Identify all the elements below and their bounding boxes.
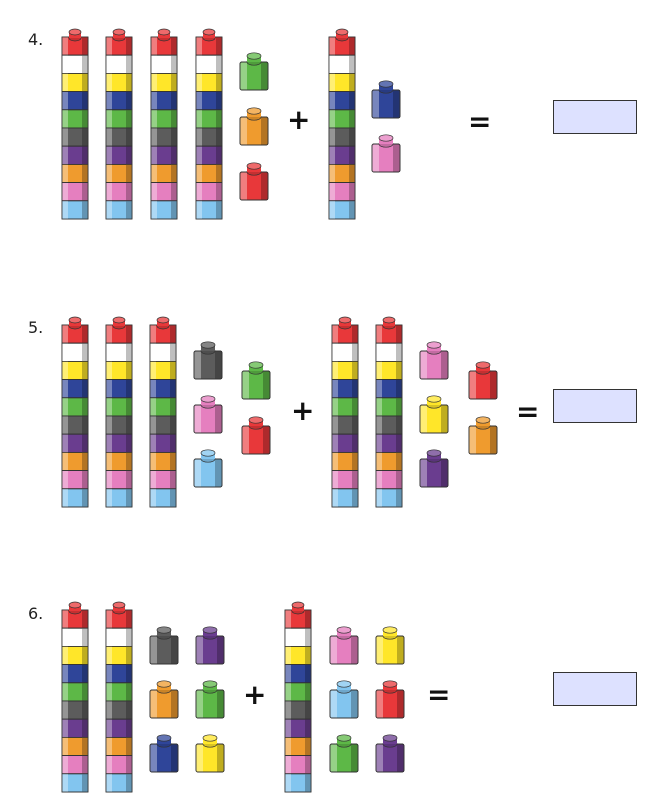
- unit-cube: [374, 734, 406, 774]
- answer-box[interactable]: [553, 672, 637, 706]
- unit-cube: [194, 626, 226, 666]
- unit-cube: [148, 626, 180, 666]
- unit-cube: [148, 734, 180, 774]
- ten-rod: [284, 601, 312, 794]
- plus-sign: +: [287, 103, 311, 136]
- unit-cube: [238, 107, 270, 147]
- unit-cube: [148, 680, 180, 720]
- ten-rod: [61, 601, 89, 794]
- unit-cube: [192, 395, 224, 435]
- ten-rod: [150, 28, 178, 221]
- equals-sign: =: [468, 105, 492, 138]
- unit-cube: [374, 626, 406, 666]
- ten-rod: [328, 28, 356, 221]
- equals-sign: =: [516, 395, 540, 428]
- unit-cube: [192, 341, 224, 381]
- unit-cube: [418, 449, 450, 489]
- plus-sign: +: [291, 394, 315, 427]
- unit-cube: [194, 680, 226, 720]
- ten-rod: [105, 601, 133, 794]
- ten-rod: [105, 28, 133, 221]
- unit-cube: [370, 134, 402, 174]
- unit-cube: [238, 162, 270, 202]
- ten-rod: [149, 316, 177, 509]
- answer-box[interactable]: [553, 389, 637, 423]
- ten-rod: [331, 316, 359, 509]
- unit-cube: [467, 416, 499, 456]
- unit-cube: [328, 680, 360, 720]
- unit-cube: [240, 361, 272, 401]
- ten-rod: [61, 316, 89, 509]
- unit-cube: [328, 626, 360, 666]
- unit-cube: [240, 416, 272, 456]
- unit-cube: [328, 734, 360, 774]
- unit-cube: [418, 395, 450, 435]
- unit-cube: [370, 80, 402, 120]
- equals-sign: =: [427, 678, 451, 711]
- unit-cube: [374, 680, 406, 720]
- ten-rod: [105, 316, 133, 509]
- plus-sign: +: [243, 678, 267, 711]
- ten-rod: [195, 28, 223, 221]
- problem-number: 6.: [28, 604, 44, 623]
- ten-rod: [61, 28, 89, 221]
- unit-cube: [192, 449, 224, 489]
- unit-cube: [238, 52, 270, 92]
- answer-box[interactable]: [553, 100, 637, 134]
- unit-cube: [194, 734, 226, 774]
- problem-number: 5.: [28, 318, 44, 337]
- ten-rod: [375, 316, 403, 509]
- unit-cube: [467, 361, 499, 401]
- unit-cube: [418, 341, 450, 381]
- problem-number: 4.: [28, 30, 44, 49]
